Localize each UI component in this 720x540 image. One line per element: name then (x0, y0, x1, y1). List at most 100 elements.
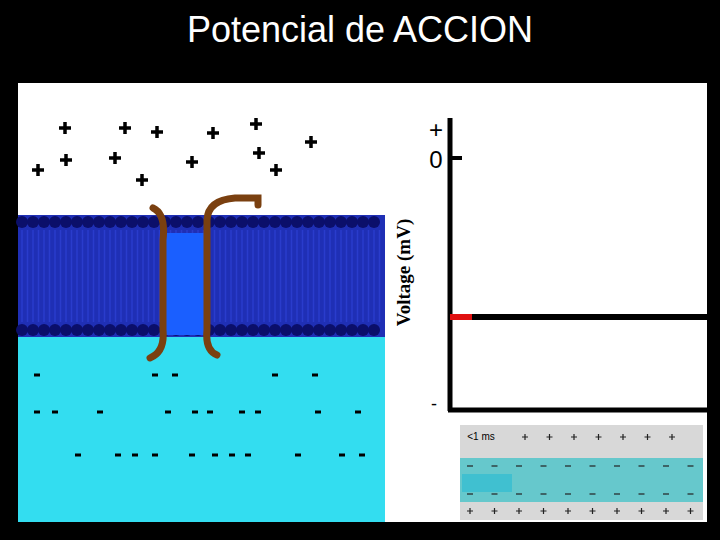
negative-charge (565, 493, 571, 494)
lipid-tail (214, 230, 216, 322)
lipid-tail (296, 230, 298, 322)
negative-charge (152, 454, 158, 457)
lipid-tail (225, 230, 227, 322)
lipid-head (38, 324, 50, 336)
negative-charge (295, 454, 301, 457)
lipid-tail (236, 230, 238, 322)
lipid-head (258, 324, 270, 336)
lipid-head (269, 324, 281, 336)
lipid-head (247, 324, 259, 336)
positive-charge (492, 508, 498, 514)
positive-charge (639, 508, 645, 514)
negative-charge (239, 411, 245, 414)
lipid-tail (148, 230, 150, 322)
lipid-tail (32, 230, 34, 322)
positive-charge (467, 508, 473, 514)
lipid-head (115, 216, 127, 228)
negative-charge (688, 493, 694, 494)
negative-charge (359, 454, 365, 457)
positive-charge (32, 164, 44, 176)
lipid-tail (241, 230, 243, 322)
negative-charge (192, 411, 198, 414)
membrane (18, 215, 385, 337)
negative-charge (663, 493, 669, 494)
lipid-head (236, 216, 248, 228)
positive-charge (620, 434, 626, 440)
lipid-head (302, 216, 314, 228)
lipid-head (258, 216, 270, 228)
lipid-tail (247, 230, 249, 322)
lipid-tail (60, 230, 62, 322)
tick-label: - (431, 395, 437, 413)
lipid-head (247, 216, 259, 228)
lipid-tail (346, 230, 348, 322)
lipid-head (269, 216, 281, 228)
potential-marker (450, 314, 472, 320)
channel-gate-right (207, 198, 258, 355)
lipid-tail (274, 230, 276, 322)
lipid-head (71, 324, 83, 336)
lipid-head (27, 216, 39, 228)
positive-charge (109, 152, 121, 164)
lipid-head (214, 324, 226, 336)
lipid-tail (65, 230, 67, 322)
lipid-tail (137, 230, 139, 322)
lipid-tail (302, 230, 304, 322)
lipid-head (137, 324, 149, 336)
positive-charge (669, 434, 675, 440)
intracellular-fluid (18, 335, 385, 522)
positive-charge (522, 434, 528, 440)
lipid-tail (362, 230, 364, 322)
lipid-head (93, 216, 105, 228)
negative-charge (272, 374, 278, 377)
negative-charge (315, 411, 321, 414)
positive-charge (571, 434, 577, 440)
lipid-head (126, 216, 138, 228)
negative-charge (590, 465, 596, 466)
negative-charge (516, 465, 522, 466)
positive-charge (547, 434, 553, 440)
positive-charge (136, 174, 148, 186)
lipid-tail (318, 230, 320, 322)
lipid-tail (38, 230, 40, 322)
positive-charge (565, 508, 571, 514)
lipid-head (148, 324, 160, 336)
lipid-tail (252, 230, 254, 322)
negative-charge (207, 411, 213, 414)
axis-title: Voltage (mV) (395, 218, 414, 325)
tick-label: + (429, 118, 443, 142)
lipid-tail (329, 230, 331, 322)
negative-charge (355, 411, 361, 414)
lipid-tail (351, 230, 353, 322)
lipid-tail (27, 230, 29, 322)
positive-charge (305, 136, 317, 148)
lipid-head (16, 324, 28, 336)
lipid-head (368, 216, 380, 228)
lipid-head (115, 324, 127, 336)
negative-charge (189, 454, 195, 457)
lipid-tail (291, 230, 293, 322)
lipid-tail (87, 230, 89, 322)
negative-charge (639, 465, 645, 466)
negative-charge (75, 454, 81, 457)
positive-charge (590, 508, 596, 514)
negative-charge (663, 465, 669, 466)
positive-charge (688, 508, 694, 514)
lipid-tail (219, 230, 221, 322)
time-scale: <1 ms (467, 432, 495, 442)
lipid-head (49, 324, 61, 336)
lipid-head (82, 324, 94, 336)
lipid-head (214, 216, 226, 228)
lipid-tail (368, 230, 370, 322)
positive-charge (186, 156, 198, 168)
lipid-head (60, 324, 72, 336)
negative-charge (614, 465, 620, 466)
lipid-head (291, 216, 303, 228)
lipid-tail (379, 230, 381, 322)
lipid-head (357, 324, 369, 336)
lipid-tail (21, 230, 23, 322)
lipid-tail (324, 230, 326, 322)
negative-charge (688, 465, 694, 466)
